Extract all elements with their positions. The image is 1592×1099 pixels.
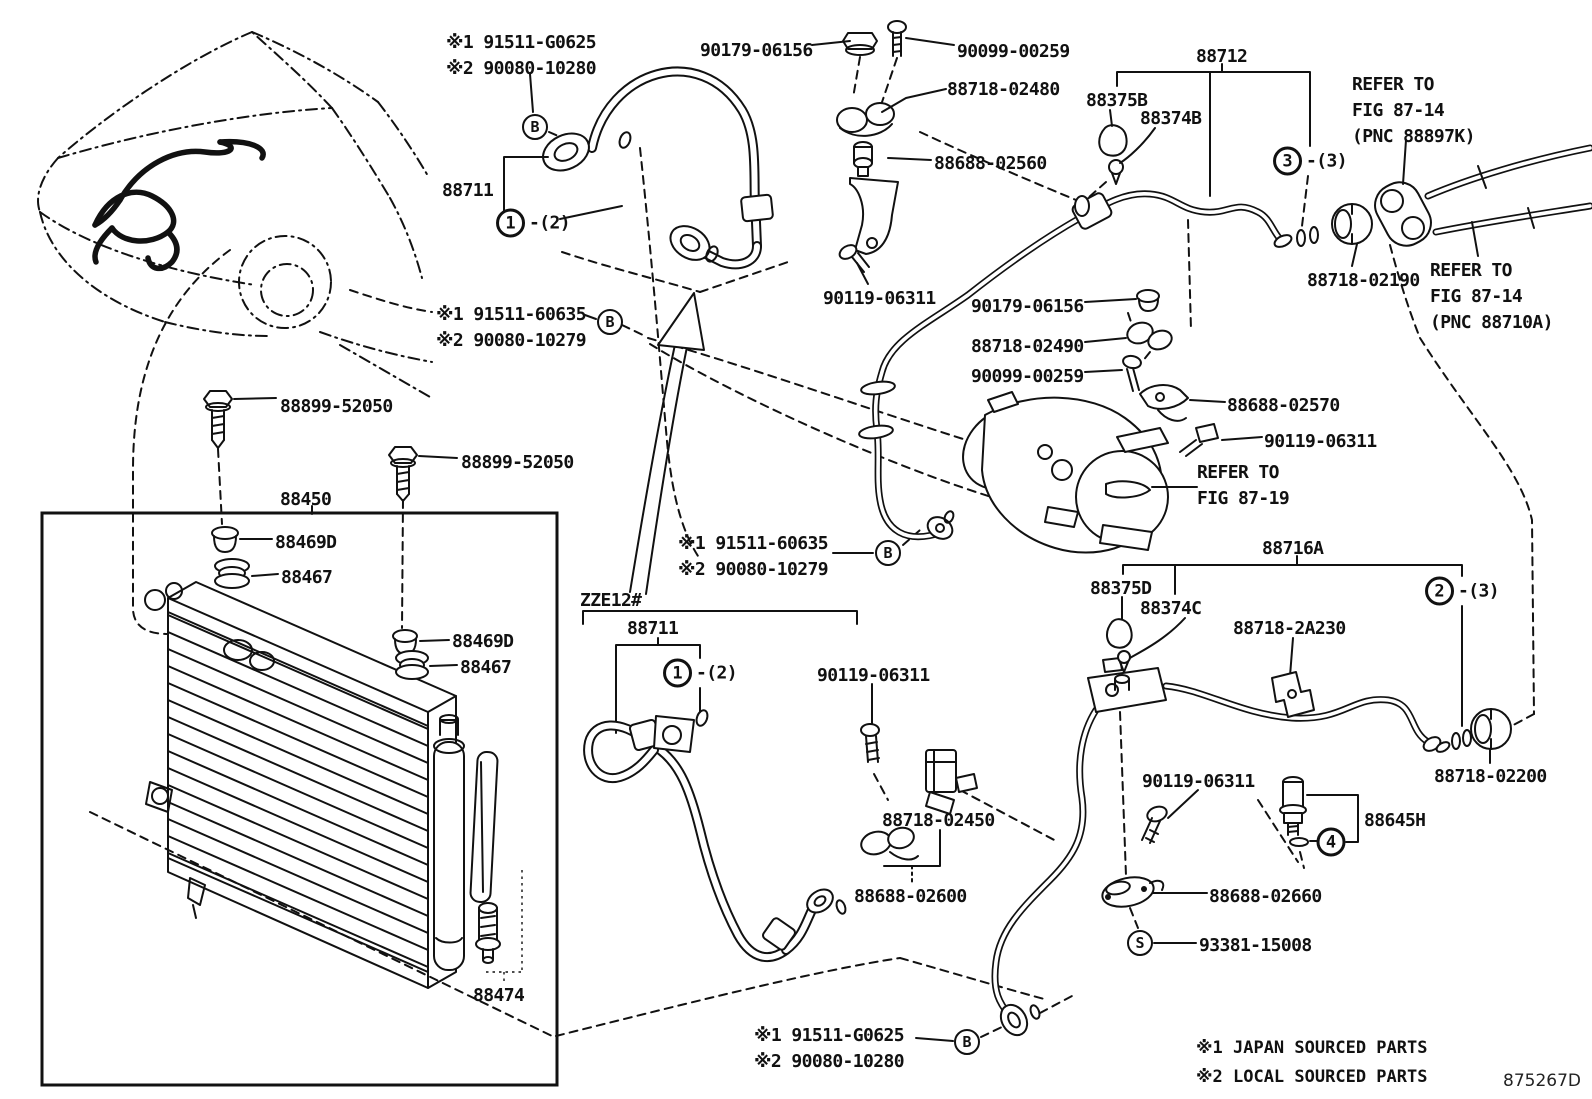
part-label-88899-52050: 88899-52050 [461,452,574,473]
part-label-88718-02200: 88718-02200 [1434,766,1547,787]
condenser-assembly [40,511,559,1087]
callout-1: 1-(2) [496,208,571,238]
callout-circle-3: 3 [1273,146,1303,176]
part-label-88716A: 88716A [1262,538,1324,559]
part-label-88375D: 88375D [1090,578,1152,599]
part-label-88450: 88450 [280,489,332,510]
callout-suffix: -(2) [529,212,571,234]
part-label-REFER-TO-FIG-87-14-PNC-88710A-: REFER TO FIG 87-14 (PNC 88710A) [1430,260,1553,334]
part-label-88711: 88711 [627,618,679,639]
part-label-88711: 88711 [442,180,494,201]
compressor [962,391,1198,554]
part-label-88374B: 88374B [1140,108,1202,129]
callout-B: B [954,1029,980,1055]
part-label-88688-02600: 88688-02600 [854,886,967,907]
lower-hose-hardware [860,723,978,861]
part-label-88469D: 88469D [275,532,337,553]
part-label-90179-06156: 90179-06156 [971,296,1084,317]
part-label-88718-2A230: 88718-2A230 [1233,618,1346,639]
upper-hose-88711 [542,66,774,270]
bottom-right-hardware [1101,776,1309,908]
part-label-90099-00259: 90099-00259 [957,41,1070,62]
part-label--1-91511-G0625-2-90080-10280: ※1 91511-G0625 ※2 90080-10280 [446,32,597,80]
part-label-88718-02190: 88718-02190 [1307,270,1420,291]
part-label-88375B: 88375B [1086,90,1148,111]
part-label-88688-02570: 88688-02570 [1227,395,1340,416]
callout-circle-4: 4 [1316,827,1346,857]
callout-2: 2-(3) [1425,576,1500,606]
part-label-88469D: 88469D [452,631,514,652]
part-label-88467: 88467 [281,567,333,588]
region-dashed-lines [89,56,1535,1038]
part-label-ZZE12#: ZZE12# [580,590,642,611]
position-arrow [629,292,705,595]
callout-B: B [875,540,901,566]
mid-clamp-stack [1084,289,1263,457]
part-label-90119-06311: 90119-06311 [1142,771,1255,792]
callout-circle-S: S [1127,930,1153,956]
part-label-88645H: 88645H [1364,810,1426,831]
part-label-90179-06156: 90179-06156 [700,40,813,61]
part-label-REFER-TO-FIG-87-19: REFER TO FIG 87-19 [1197,462,1290,510]
callout-3: 3-(3) [1273,146,1348,176]
callout-B: B [597,309,623,335]
suction-pipe-88716A [991,618,1512,1037]
part-label-90099-00259: 90099-00259 [971,366,1084,387]
part-label-88688-02660: 88688-02660 [1209,886,1322,907]
part-label-93381-15008: 93381-15008 [1199,935,1312,956]
callout-suffix: -(3) [1458,580,1500,602]
callout-circle-B: B [875,540,901,566]
callout-1: 1-(2) [663,658,738,688]
part-label-88718-02480: 88718-02480 [947,79,1060,100]
part-label-88718-02490: 88718-02490 [971,336,1084,357]
part-label-88688-02560: 88688-02560 [934,153,1047,174]
part-label-88712: 88712 [1196,46,1248,67]
bolt-88474 [475,902,501,964]
part-label-88467: 88467 [460,657,512,678]
callout-B: B [522,114,548,140]
part-label-88374C: 88374C [1140,598,1202,619]
callout-circle-1: 1 [663,658,693,688]
callout-suffix: -(2) [696,662,738,684]
part-label--1-91511-60635-2-90080-10279: ※1 91511-60635 ※2 90080-10279 [678,533,829,581]
legend-local-sourced: ※2 LOCAL SOURCED PARTS [1196,1067,1428,1087]
callout-circle-2: 2 [1425,576,1455,606]
callout-circle-B: B [597,309,623,335]
car-sketch [37,31,433,398]
part-label-REFER-TO-FIG-87-14-PNC-88897K-: REFER TO FIG 87-14 (PNC 88897K) [1352,74,1475,148]
part-label--1-91511-G0625-2-90080-10280: ※1 91511-G0625 ※2 90080-10280 [754,1025,905,1073]
legend-japan-sourced: ※1 JAPAN SOURCED PARTS [1196,1038,1428,1058]
part-label-90119-06311: 90119-06311 [1264,431,1377,452]
part-label-88474: 88474 [473,985,525,1006]
top-fasteners [811,20,955,285]
part-label-88718-02450: 88718-02450 [882,810,995,831]
callout-suffix: -(3) [1306,150,1348,172]
hose-88712 [858,144,1592,541]
callout-circle-B: B [954,1029,980,1055]
grommet-88375B [1074,109,1156,217]
doc-code: 875267D [1503,1071,1581,1091]
lower-hose-88711 [583,709,847,962]
car-harness-highlight [92,138,266,272]
part-label-88899-52050: 88899-52050 [280,396,393,417]
part-label-90119-06311: 90119-06311 [817,665,930,686]
condenser-mounts [203,390,458,680]
callout-circle-1: 1 [496,208,526,238]
part-label--1-91511-60635-2-90080-10279: ※1 91511-60635 ※2 90080-10279 [436,304,587,352]
callout-circle-B: B [522,114,548,140]
part-label-90119-06311: 90119-06311 [823,288,936,309]
callout-4: 4 [1316,827,1346,857]
callout-S: S [1127,930,1153,956]
